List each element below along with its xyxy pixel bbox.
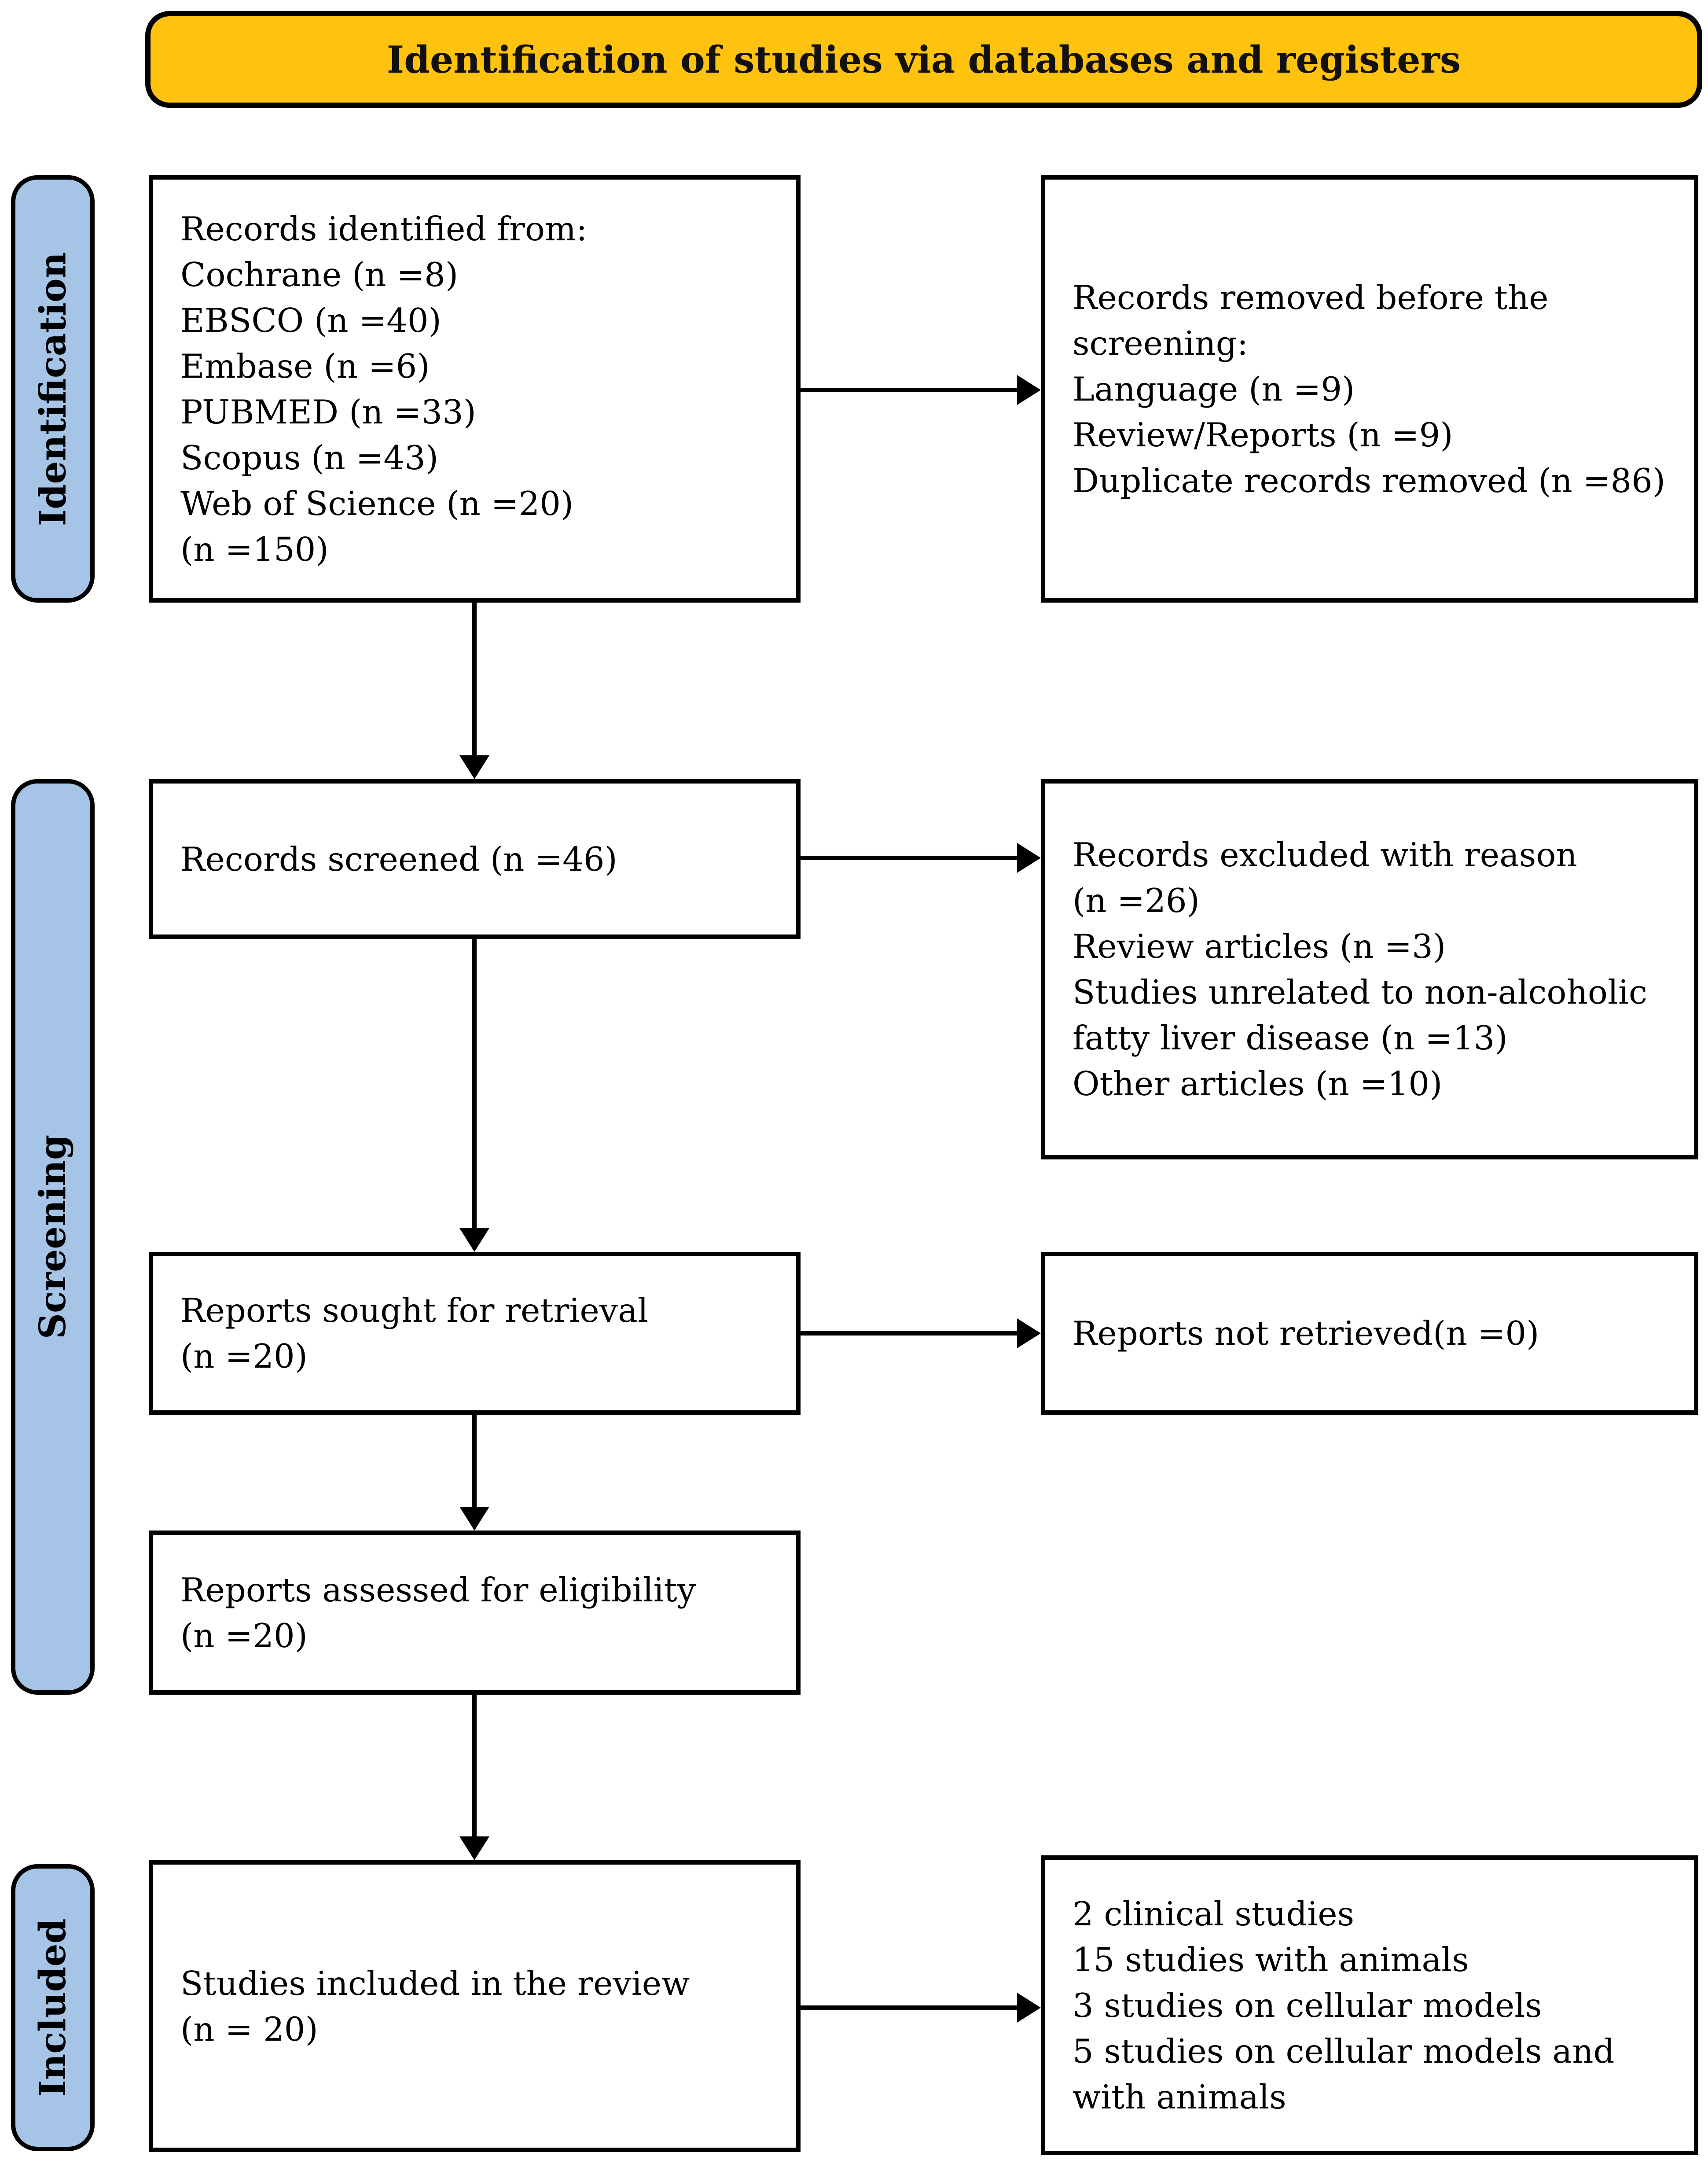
box-text-line: PUBMED (n =33) — [180, 392, 476, 431]
arrow-line — [472, 1415, 477, 1508]
box-text-line: Web of Science (n =20) — [180, 484, 574, 523]
arrow-line — [472, 1695, 477, 1838]
box-text-line: 2 clinical studies — [1073, 1894, 1355, 1933]
box-text-line: Studies included in the review — [180, 1964, 690, 2003]
box-text-line: Review/Reports (n =9) — [1073, 415, 1453, 454]
box-studies-included: Studies included in the review (n = 20) — [149, 1860, 801, 2152]
arrowhead-down-icon — [459, 1507, 489, 1531]
box-text-line: (n =20) — [180, 1337, 308, 1376]
box-text-line: Reports assessed for eligibility — [180, 1570, 696, 1609]
arrow-line — [472, 939, 477, 1229]
box-text-line: EBSCO (n =40) — [180, 301, 441, 340]
arrow-line — [801, 2005, 1018, 2010]
phase-label-screening-text: Screening — [32, 1134, 74, 1339]
phase-label-identification: Identification — [11, 175, 95, 603]
box-records-excluded: Records excluded with reason (n =26) Revie… — [1041, 779, 1698, 1159]
phase-label-screening: Screening — [11, 779, 95, 1695]
box-text-line: Records removed before the — [1073, 278, 1549, 317]
box-text-line: Scopus (n =43) — [180, 438, 439, 477]
arrowhead-down-icon — [459, 1228, 489, 1252]
box-text-line: fatty liver disease (n =13) — [1073, 1019, 1508, 1057]
phase-label-included-text: Included — [32, 1918, 74, 2097]
banner-identification-of-studies: Identification of studies via databases … — [145, 11, 1702, 108]
box-text-line: screening: — [1073, 324, 1248, 363]
arrow-line — [801, 856, 1018, 860]
box-included-breakdown: 2 clinical studies 15 studies with animal… — [1041, 1855, 1698, 2155]
box-text-line: Other articles (n =10) — [1073, 1064, 1443, 1103]
box-text-line: 3 studies on cellular models — [1073, 1986, 1542, 2025]
box-records-removed: Records removed before the screening: Lang… — [1041, 175, 1698, 603]
arrowhead-right-icon — [1017, 1318, 1041, 1348]
arrow-line — [801, 1331, 1018, 1336]
box-reports-sought: Reports sought for retrieval (n =20) — [149, 1252, 801, 1415]
box-text-line: Cochrane (n =8) — [180, 255, 459, 294]
box-reports-assessed: Reports assessed for eligibility (n =20) — [149, 1531, 801, 1695]
box-records-screened: Records screened (n =46) — [149, 779, 801, 939]
box-reports-not-retrieved: Reports not retrieved(n =0) — [1041, 1252, 1698, 1415]
arrow-line — [472, 603, 477, 756]
box-text-line: Studies unrelated to non-alcoholic — [1073, 973, 1647, 1012]
box-text-line: (n =20) — [180, 1616, 308, 1655]
arrowhead-right-icon — [1017, 1993, 1041, 2023]
box-text-line: Reports not retrieved(n =0) — [1073, 1314, 1539, 1353]
box-text-line: Language (n =9) — [1073, 369, 1355, 408]
box-text-line: (n =150) — [180, 530, 329, 569]
box-text-line: Records excluded with reason — [1073, 835, 1577, 874]
box-text-line: 15 studies with animals — [1073, 1940, 1469, 1979]
box-text-line: Duplicate records removed (n =86) — [1073, 461, 1666, 500]
box-text-line: (n = 20) — [180, 2009, 318, 2049]
arrowhead-right-icon — [1017, 843, 1041, 873]
box-text-line: Records screened (n =46) — [180, 839, 617, 879]
box-text-line: Reports sought for retrieval — [180, 1291, 648, 1330]
box-text-line: Records identified from: — [180, 209, 588, 248]
arrowhead-down-icon — [459, 755, 489, 779]
box-text-line: 5 studies on cellular models and — [1073, 2031, 1615, 2071]
box-text-line: (n =26) — [1073, 881, 1200, 920]
arrowhead-down-icon — [459, 1836, 489, 1860]
phase-label-included: Included — [11, 1864, 95, 2151]
box-records-identified: Records identified from: Cochrane (n =8) E… — [149, 175, 801, 603]
box-text-line: Embase (n =6) — [180, 346, 430, 386]
arrowhead-right-icon — [1017, 375, 1041, 405]
box-text-line: with animals — [1073, 2077, 1286, 2116]
box-text-line: Review articles (n =3) — [1073, 927, 1446, 966]
phase-label-identification-text: Identification — [32, 252, 74, 526]
arrow-line — [801, 388, 1018, 392]
banner-title: Identification of studies via databases … — [386, 37, 1461, 81]
